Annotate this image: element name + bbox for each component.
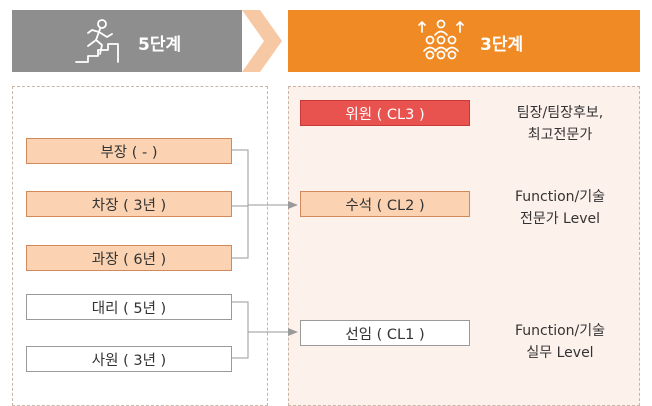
right-header: 3단계 [288,10,640,72]
level-box-bujang: 부장 ( - ) [26,138,232,164]
level-label: 차장 ( 3년 ) [91,197,167,214]
desc-line: Function/기술 [514,323,606,339]
desc-line: 전문가 Level [519,211,601,227]
level-label: 사원 ( 3년 ) [91,352,167,369]
header-arrow [242,10,288,72]
level-label: 위원 ( CL3 ) [345,106,425,123]
level-label: 부장 ( - ) [100,144,158,161]
level-box-chajang: 차장 ( 3년 ) [26,191,232,217]
level-desc-cl2: Function/기술 전문가 Level [485,186,635,230]
level-box-seonim: 선임 ( CL1 ) [300,320,470,346]
right-panel [288,86,640,406]
level-desc-cl3: 팀장/팀장후보, 최고전문가 [485,102,635,146]
people-upgrade-icon [416,18,466,64]
level-box-sawon: 사원 ( 3년 ) [26,346,232,372]
desc-line: 최고전문가 [527,127,593,143]
desc-line: 팀장/팀장후보, [516,105,604,121]
level-box-gwajang: 과장 ( 6년 ) [26,245,232,271]
right-header-label: 3단계 [480,35,524,55]
desc-line: 실무 Level [526,345,594,361]
left-header: 5단계 [12,10,242,72]
level-box-daeri: 대리 ( 5년 ) [26,294,232,320]
level-label: 대리 ( 5년 ) [91,300,167,317]
level-box-wiwon: 위원 ( CL3 ) [300,100,470,126]
desc-line: Function/기술 [514,189,606,205]
level-desc-cl1: Function/기술 실무 Level [485,320,635,364]
climbing-stairs-icon [74,18,130,64]
level-label: 수석 ( CL2 ) [345,197,425,214]
level-label: 과장 ( 6년 ) [91,251,167,268]
level-box-suseok: 수석 ( CL2 ) [300,191,470,217]
level-label: 선임 ( CL1 ) [345,326,425,343]
left-header-label: 5단계 [138,35,182,55]
